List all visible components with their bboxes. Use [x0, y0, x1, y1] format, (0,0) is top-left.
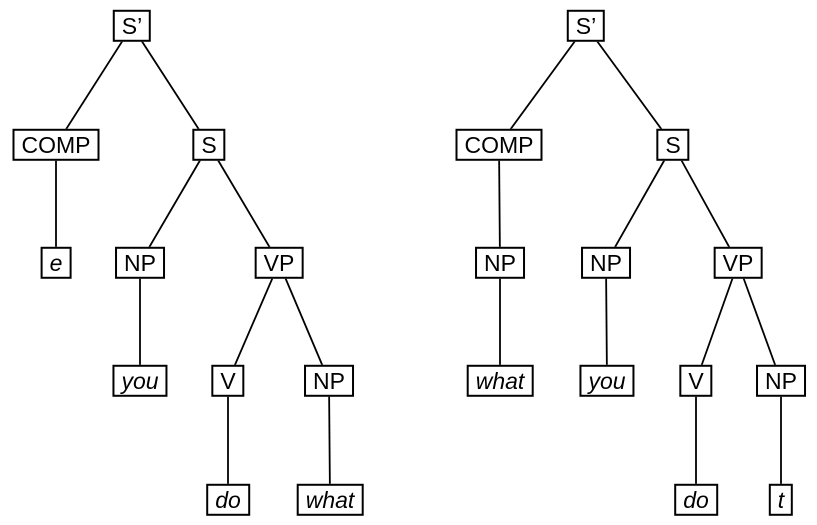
tree-edge-vp-v — [695, 262, 739, 382]
tree-edge-sbar-s — [131, 25, 210, 146]
tree-edge-s-vp — [208, 144, 280, 264]
tree-edge-vp-np-obj — [737, 262, 782, 382]
tree-edge-s-np-subj — [605, 144, 674, 264]
tree-edge-sbar-s — [585, 25, 674, 146]
tree-edge-sbar-comp — [498, 25, 587, 146]
tree-edge-vp-np-obj — [278, 262, 330, 382]
tree-edge-s-np-subj — [139, 144, 210, 264]
tree-edge-s-vp — [672, 144, 739, 264]
tree-edge-np-subj-you — [605, 262, 608, 382]
tree-edge-vp-v — [227, 262, 280, 382]
tree-edge-comp-np-comp — [498, 144, 501, 264]
tree-edge-sbar-comp — [55, 25, 133, 146]
tree-edge-np-obj-what — [328, 380, 331, 501]
